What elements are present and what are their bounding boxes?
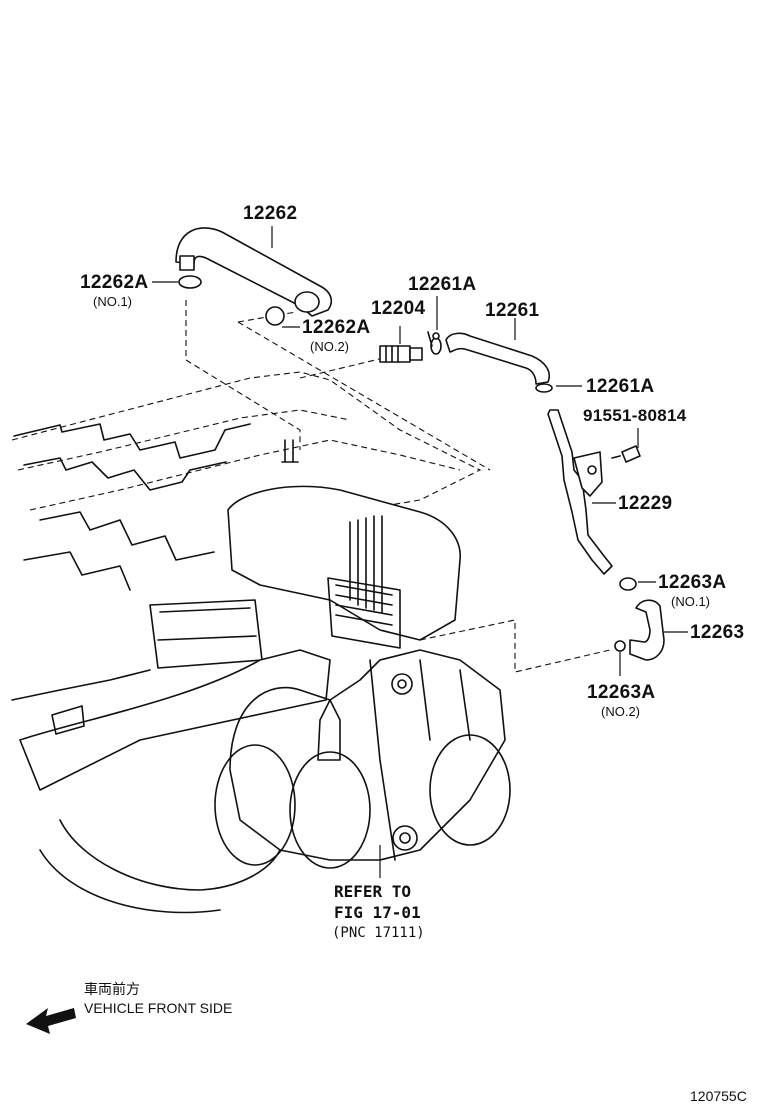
label-12261[interactable]: 12261 (485, 300, 540, 321)
hose-12263 (432, 332, 665, 661)
cylinder-head-outline (11, 371, 482, 701)
label-12263A-no2[interactable]: 12263A (587, 682, 656, 703)
label-91551-80814[interactable]: 91551-80814 (583, 406, 687, 425)
intake-manifold (19, 485, 511, 914)
pcv-valve-12204 (379, 345, 423, 363)
label-12262A-no1[interactable]: 12262A (80, 272, 149, 293)
label-12262A-no2-sub: (NO.2) (310, 339, 349, 354)
label-12263[interactable]: 12263 (690, 622, 745, 643)
front-direction-arrow-icon (26, 1008, 76, 1034)
label-12262A-no1-sub: (NO.1) (93, 294, 132, 309)
direction-english: VEHICLE FRONT SIDE (84, 1000, 233, 1016)
label-12263A-no2-sub: (NO.2) (601, 704, 640, 719)
phantom-lines (185, 300, 611, 673)
label-12262[interactable]: 12262 (243, 203, 298, 224)
reference-line-2[interactable]: FIG 17-01 (334, 903, 421, 922)
reference-line-1: REFER TO (334, 882, 412, 901)
label-12204[interactable]: 12204 (371, 298, 426, 319)
direction-japanese: 車両前方 (84, 981, 140, 997)
pipe-12229 (547, 409, 641, 575)
label-12262A-no2[interactable]: 12262A (302, 317, 371, 338)
leader-lines (152, 226, 688, 878)
label-12261A-right[interactable]: 12261A (586, 376, 655, 397)
label-12263A-no1-sub: (NO.1) (671, 594, 710, 609)
illustration-id: 120755C (690, 1088, 747, 1104)
label-12229[interactable]: 12229 (618, 493, 673, 514)
label-12263A-no1[interactable]: 12263A (658, 572, 727, 593)
hose-12261 (427, 331, 553, 393)
reference-line-3: (PNC 17111) (332, 925, 425, 941)
label-12261A-top[interactable]: 12261A (408, 274, 477, 295)
hose-12262 (175, 227, 333, 326)
